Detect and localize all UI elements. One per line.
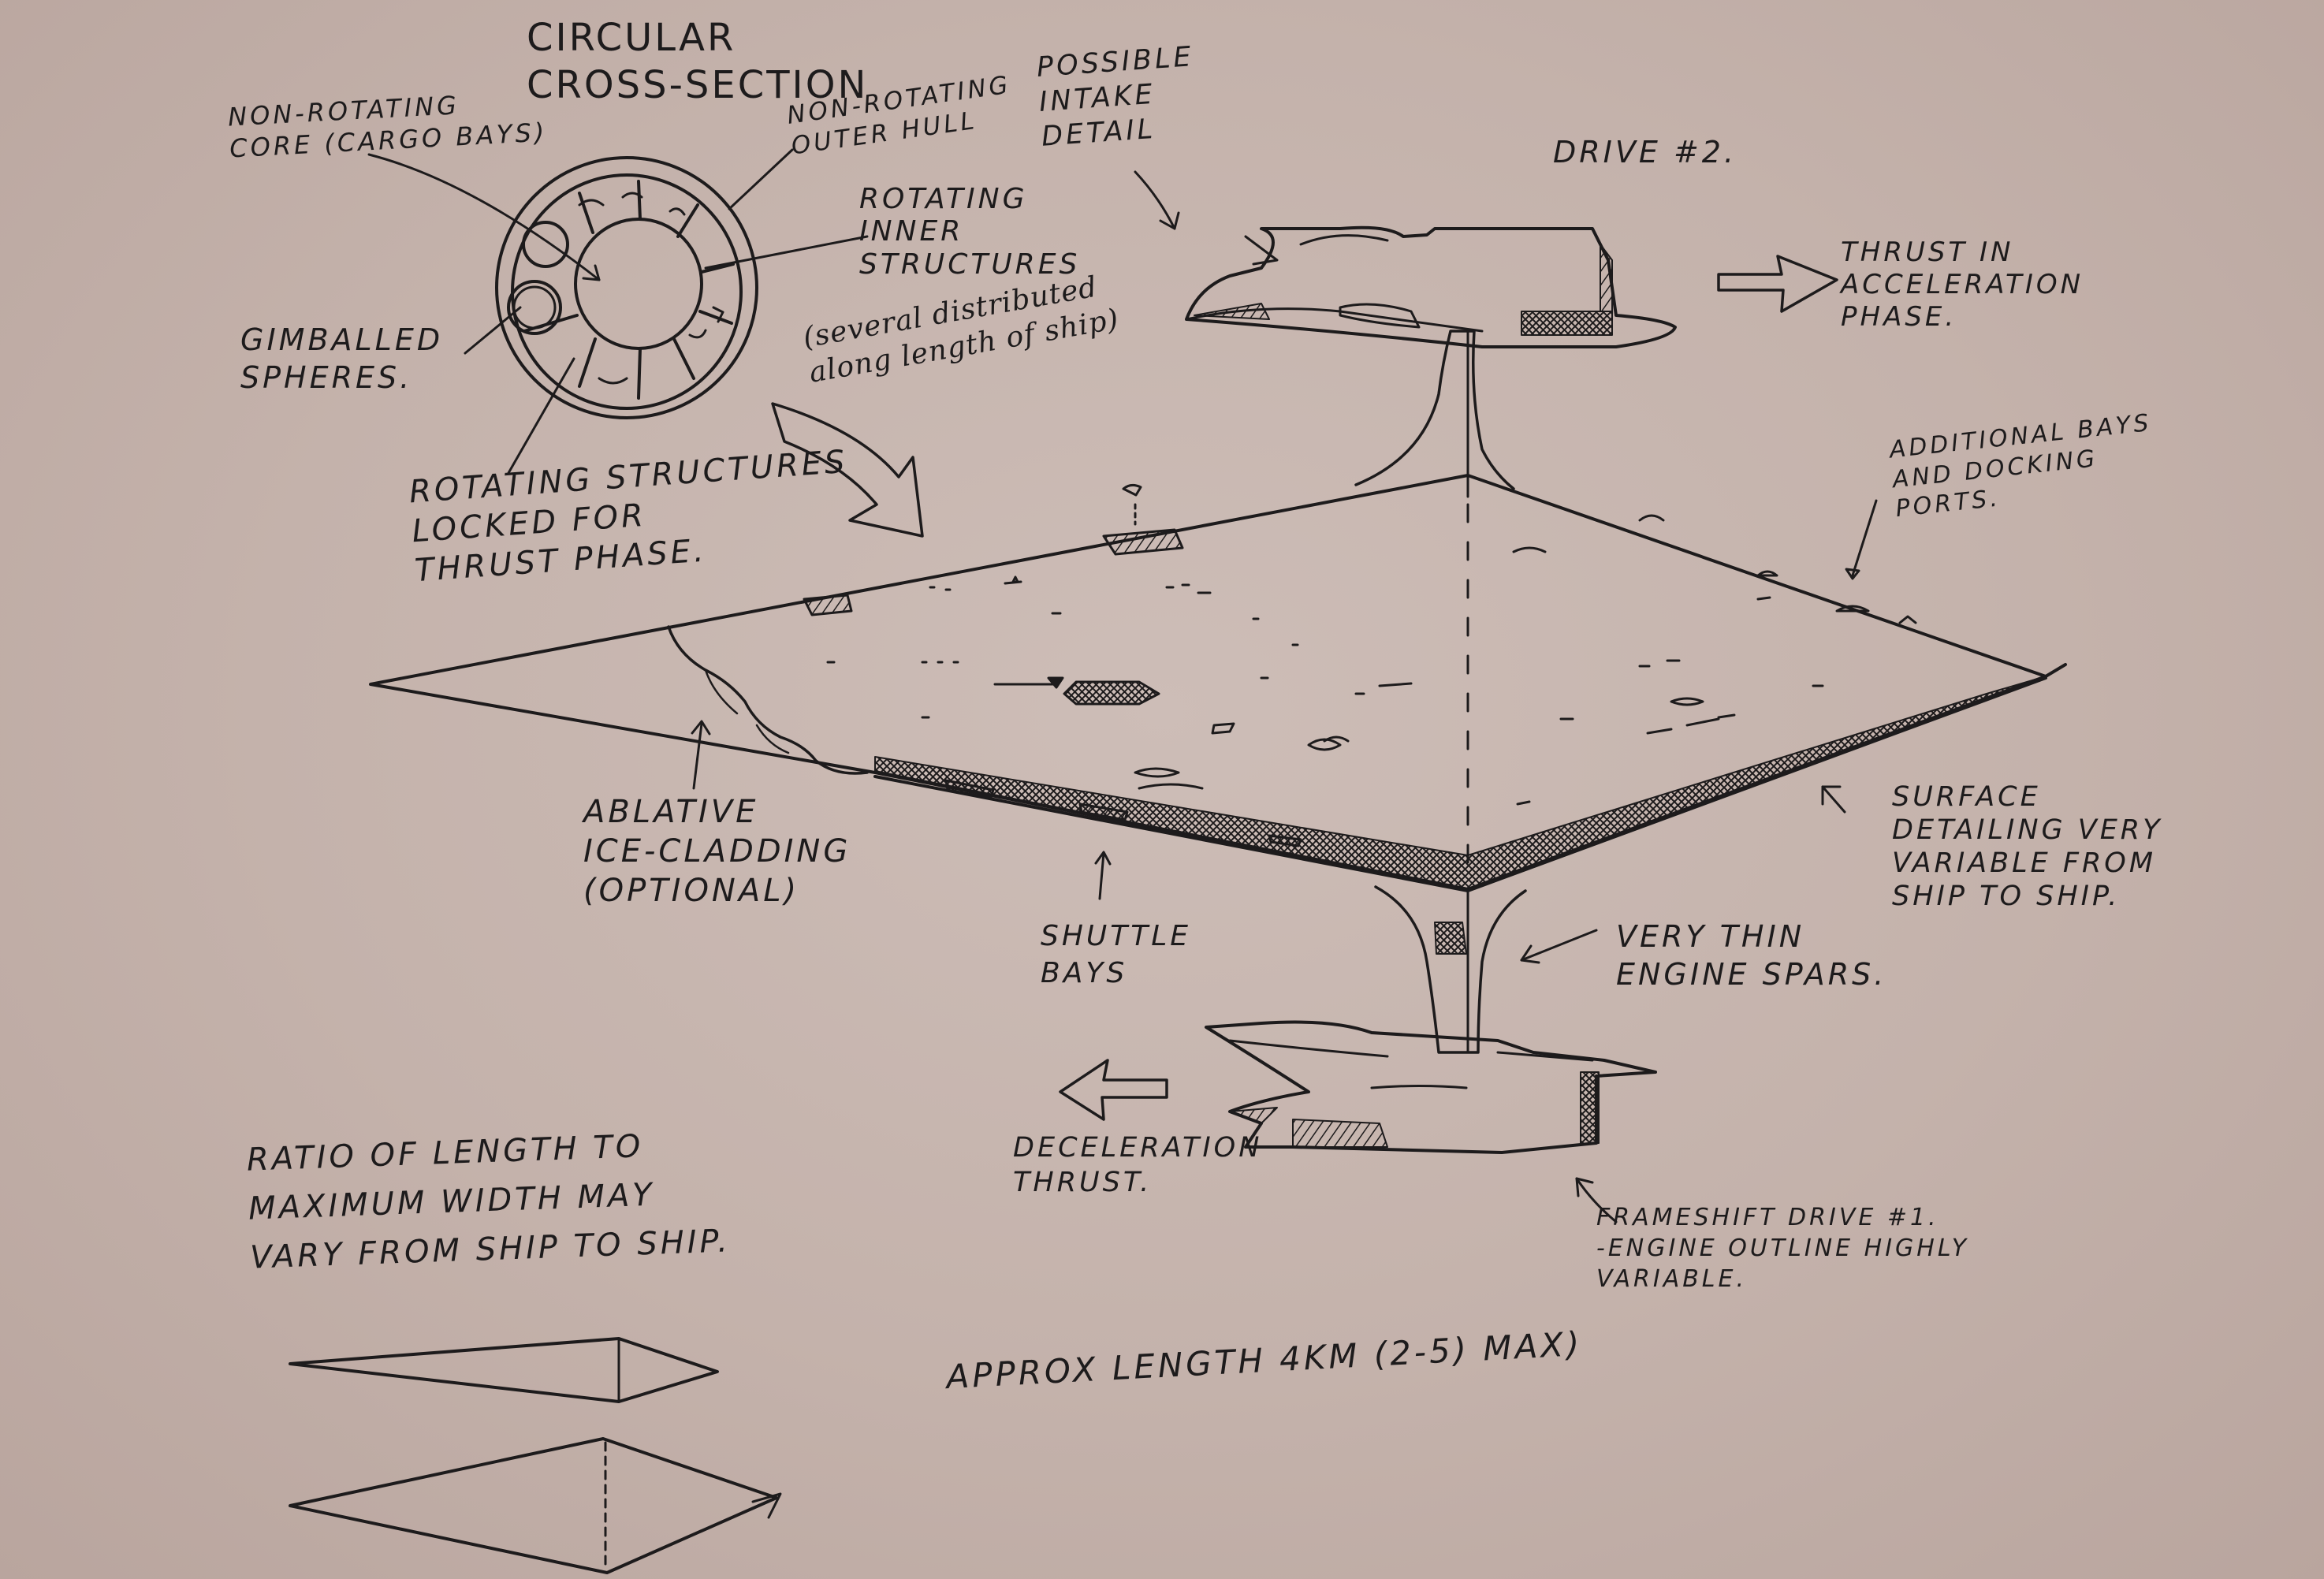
hull-edge-hatching	[875, 676, 2046, 889]
leader-ablative	[694, 724, 702, 788]
label-possible-intake: POSSIBLE INTAKE DETAIL	[1036, 40, 1200, 155]
label-ablative-ice-cladding: ABLATIVE ICE-CLADDING (OPTIONAL)	[583, 792, 851, 911]
leader-surface	[1823, 787, 1845, 812]
drive-2-hatching	[1194, 304, 1269, 319]
core-circle	[575, 219, 702, 348]
leader-spars	[1521, 930, 1596, 960]
label-frameshift-drive: FRAMESHIFT DRIVE #1. -ENGINE OUTLINE HIG…	[1596, 1202, 1969, 1294]
hull-surface-details	[804, 485, 1916, 846]
label-drive-2: DRIVE #2.	[1553, 134, 1737, 172]
label-rotating-inner-structures: ROTATING INNER STRUCTURES	[859, 183, 1080, 281]
leader-additional-bays	[1853, 501, 1876, 575]
leader-rotating-locked	[508, 359, 574, 473]
leader-outer-hull	[729, 150, 792, 209]
label-shuttle-bays: SHUTTLE BAYS	[1041, 918, 1191, 992]
narrow-hull-profile	[290, 1339, 717, 1402]
gimballed-sphere-lower	[508, 281, 561, 333]
leader-intake	[1135, 172, 1175, 229]
wide-hull-profile	[290, 1439, 777, 1573]
label-surface-detailing: SURFACE DETAILING VERY VARIABLE FROM SHI…	[1892, 780, 2163, 913]
cross-section-diagram	[369, 150, 867, 473]
deceleration-arrow	[1060, 1060, 1167, 1119]
drive-1-engine	[1206, 887, 1655, 1153]
label-deceleration-thrust: DECELERATION THRUST.	[1013, 1131, 1262, 1201]
label-thrust-acceleration: THRUST IN ACCELERATION PHASE.	[1841, 236, 2084, 333]
leader-shuttle-bays	[1100, 853, 1104, 899]
label-engine-spars: VERY THIN ENGINE SPARS.	[1616, 918, 1886, 993]
acceleration-arrow	[1719, 256, 1837, 311]
ratio-shapes	[290, 1339, 780, 1573]
drive-2-engine	[1186, 228, 1675, 489]
drive-2-spar	[1356, 331, 1514, 489]
cross-section-title: CIRCULAR CROSS-SECTION	[527, 14, 868, 109]
drive-1-spar	[1376, 887, 1525, 1052]
hex-shuttle-dock	[1064, 682, 1159, 704]
label-gimballed-spheres: GIMBALLED SPHERES.	[240, 322, 443, 397]
label-ratio-note: RATIO OF LENGTH TO MAXIMUM WIDTH MAY VAR…	[246, 1119, 732, 1282]
